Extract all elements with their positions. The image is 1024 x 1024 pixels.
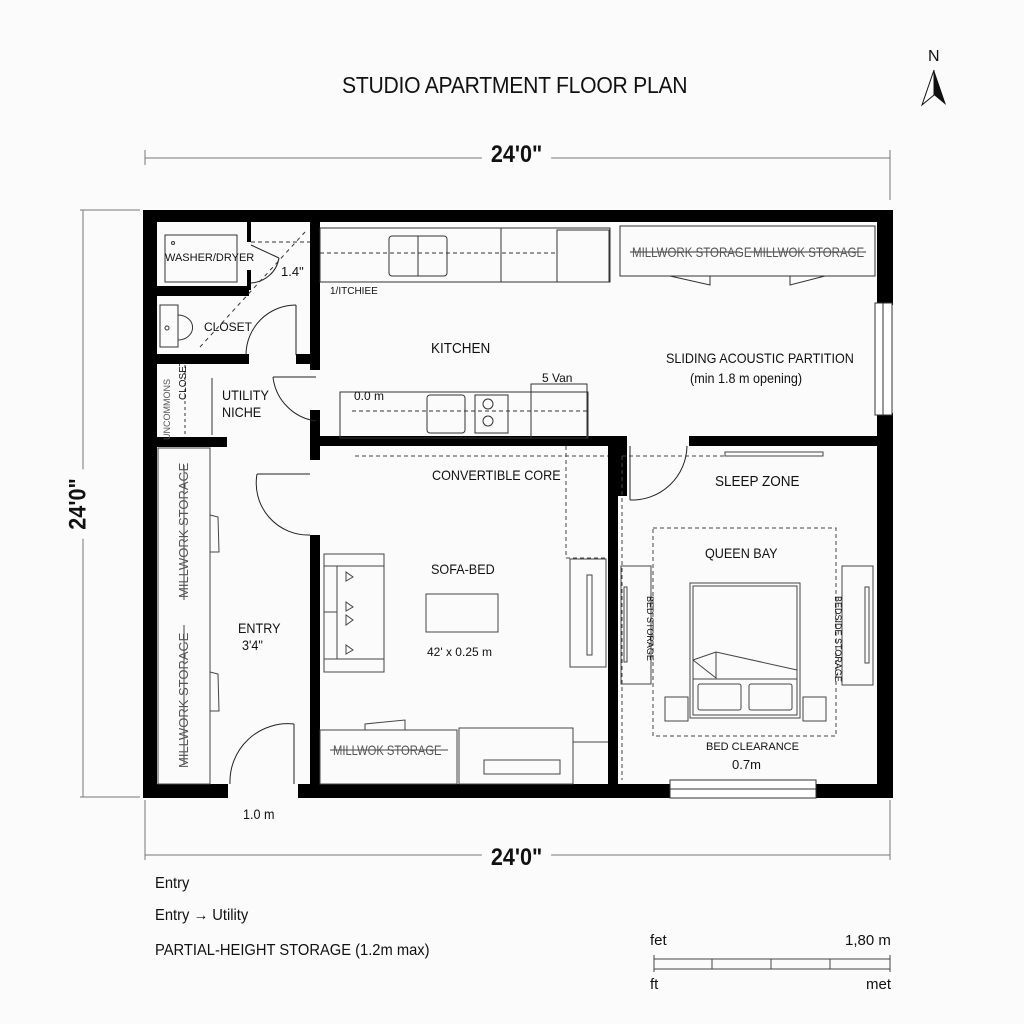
sleep-zone-furniture — [620, 451, 874, 780]
label-utility-side-storage: UNCOMMONS — [162, 379, 172, 440]
label-sofa-bed: SOFA-BED — [431, 561, 495, 577]
scale-label-top-left: fet — [650, 932, 667, 949]
label-queen-bay: QUEEN BAY — [705, 545, 778, 561]
entry-door-width: 1.0 m — [243, 806, 275, 822]
north-label: N — [928, 48, 940, 65]
left-height-dimension: 24'0" — [64, 469, 93, 539]
utility-fixtures — [159, 231, 310, 437]
label-partition-2: (min 1.8 m opening) — [690, 370, 803, 386]
label-kitchen-counter-dim2: 5 Van — [542, 371, 573, 385]
label-bed-right-storage: BEDSIDE STORAGE — [833, 596, 843, 682]
label-entry-dim: 3'4" — [242, 637, 263, 653]
kitchen-counters — [319, 227, 611, 439]
living-furniture — [319, 446, 608, 785]
north-arrow-icon — [920, 69, 946, 107]
label-bed-clearance: BED CLEARANCE — [706, 741, 799, 753]
north-storage-unit — [619, 225, 876, 286]
label-utility-niche-1: UTILITY — [222, 387, 269, 403]
window-south — [669, 779, 817, 799]
label-kitchen: KITCHEN — [431, 340, 491, 357]
doors — [229, 244, 688, 785]
label-sofa-table-dim: 42' x 0.25 m — [427, 645, 492, 659]
bottom-width-dimension: 24'0" — [481, 844, 552, 872]
label-bed-left-storage: BED STORAGE — [645, 596, 655, 661]
label-entry: ENTRY — [238, 620, 281, 636]
window-east — [874, 302, 893, 416]
label-entry-storage-1: MILLWORK STORAGE — [176, 462, 191, 598]
label-bed-clearance-dim: 0.7m — [732, 757, 761, 772]
scale-label-top-right: 1,80 m — [845, 932, 891, 949]
label-convertible-core: CONVERTIBLE CORE — [432, 467, 561, 483]
label-sleep-zone: SLEEP ZONE — [715, 473, 800, 490]
scale-label-bottom-right: met — [866, 976, 892, 993]
scale-label-bottom-left: ft — [650, 976, 659, 993]
note-entry-utility: Entry → Utility — [155, 907, 249, 924]
entry-storage-unit — [157, 447, 220, 785]
scale-bar — [653, 955, 891, 972]
label-kitchen-small: 1/ITCHIEE — [330, 286, 378, 297]
label-washer-dryer: WASHER/DRYER — [165, 252, 255, 264]
note-partial-height-storage: PARTIAL-HEIGHT STORAGE (1.2m max) — [155, 942, 430, 959]
label-south-storage: MILLWOK STORAGE — [333, 742, 442, 758]
exterior-walls — [143, 210, 893, 798]
label-closet-wc: CLOSET — [204, 320, 253, 334]
label-entry-storage-2: MILLWORK STORAGE — [176, 632, 191, 768]
label-utility-niche-2: NICHE — [222, 404, 262, 420]
label-utility-closet: CLOSET — [178, 359, 189, 400]
note-entry: Entry — [155, 875, 190, 892]
label-partition-1: SLIDING ACOUSTIC PARTITION — [666, 350, 854, 366]
label-north-storage-2: MILLWOK STORAGE — [753, 244, 865, 260]
label-kitchen-counter-dim: 0.0 m — [354, 389, 385, 403]
plan-title: STUDIO APARTMENT FLOOR PLAN — [342, 72, 688, 98]
top-width-dimension: 24'0" — [481, 141, 552, 169]
label-door-dim: 1.4" — [281, 264, 304, 279]
label-north-storage-1: MILLWORK STORAGE — [632, 244, 752, 260]
interior-walls — [157, 222, 877, 786]
